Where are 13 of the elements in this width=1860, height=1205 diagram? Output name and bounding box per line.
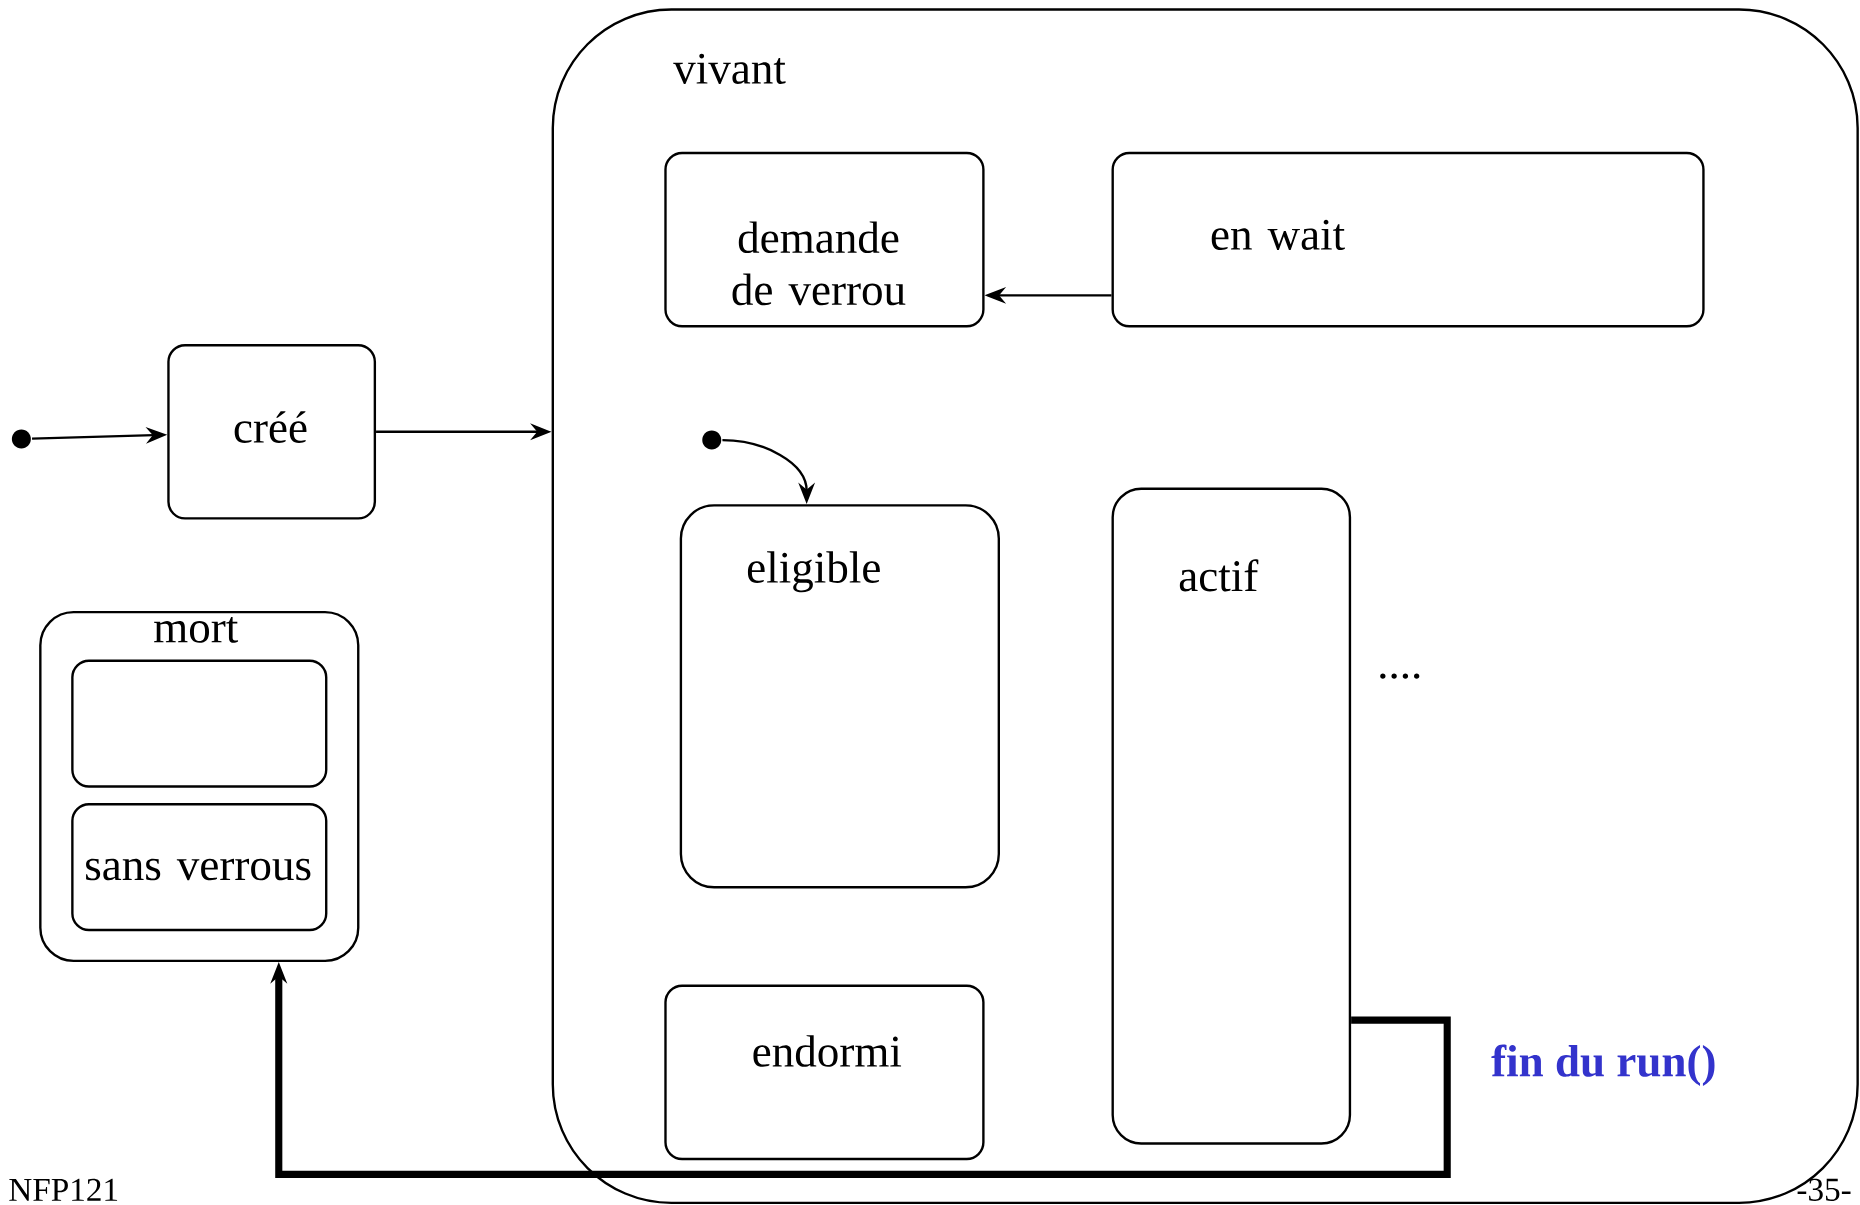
state-box: actif xyxy=(1111,487,1352,1145)
state-box: créé xyxy=(167,343,377,520)
state-box: en wait xyxy=(1111,151,1705,328)
course-code: NFP121 xyxy=(9,1178,118,1201)
state-box xyxy=(71,659,328,788)
page-number: -35- xyxy=(1797,1178,1851,1201)
start-dot xyxy=(702,430,722,450)
state-box: eligible xyxy=(679,504,1000,889)
state-box: demande de verrou xyxy=(664,151,985,328)
edge-label: fin du run() xyxy=(1491,1044,1715,1086)
state-box: sans verrous xyxy=(71,802,328,932)
start-dot xyxy=(11,429,31,449)
state-box: endormi xyxy=(664,984,985,1161)
